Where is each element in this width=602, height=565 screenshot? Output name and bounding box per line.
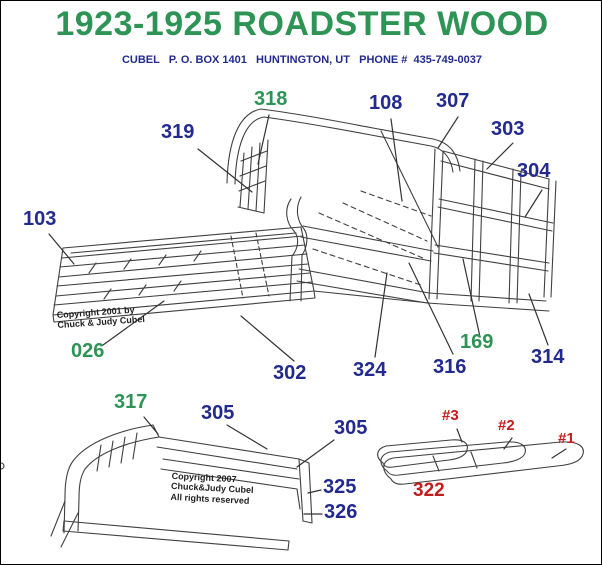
part-label-026: 026 — [71, 340, 105, 362]
top-rail — [226, 108, 461, 185]
part-label-326: 326 — [324, 501, 358, 523]
part-label-316: 316 — [433, 356, 467, 378]
part-label-314: 314 — [531, 346, 565, 368]
part-label-num1: #1 — [558, 430, 575, 447]
slat-bundle — [237, 139, 269, 214]
sills — [296, 130, 439, 304]
part-label-317: 317 — [114, 391, 148, 413]
part-label-num2: #2 — [498, 417, 515, 434]
copyright-notice-riser: Copyright 2007 Chuck&Judy Cubel All righ… — [170, 471, 254, 506]
part-label-322: 322 — [413, 480, 445, 501]
part-label-108: 108 — [369, 92, 403, 114]
part-label-169: 169 — [460, 331, 494, 353]
part-label-325: 325 — [323, 476, 357, 498]
part-label-303: 303 — [491, 118, 525, 140]
deck-floor — [52, 226, 316, 323]
part-label-num3: #3 — [442, 407, 459, 424]
part-label-318: 318 — [254, 88, 288, 110]
top-irons-drawing — [1, 439, 584, 485]
part-label-302: 302 — [273, 362, 307, 384]
part-label-304: 304 — [517, 160, 551, 182]
contact-line: CUBEL P. O. BOX 1401 HUNTINGTON, UT PHON… — [121, 54, 483, 66]
main-body-frame-drawing — [52, 108, 557, 323]
part-label-324: 324 — [353, 359, 387, 381]
part-label-319: 319 — [161, 121, 195, 143]
part-label-305a: 305 — [201, 402, 235, 424]
seat-riser-drawing — [50, 424, 313, 551]
part-label-103: 103 — [23, 208, 57, 230]
hidden-framing — [312, 190, 432, 286]
page-title: 1923-1925 ROADSTER WOOD — [55, 5, 549, 43]
quarter-frame — [426, 148, 557, 312]
leader-lines — [48, 114, 567, 515]
center-pillar — [286, 196, 308, 302]
part-label-305b: 305 — [334, 417, 368, 439]
part-label-307: 307 — [436, 90, 470, 112]
